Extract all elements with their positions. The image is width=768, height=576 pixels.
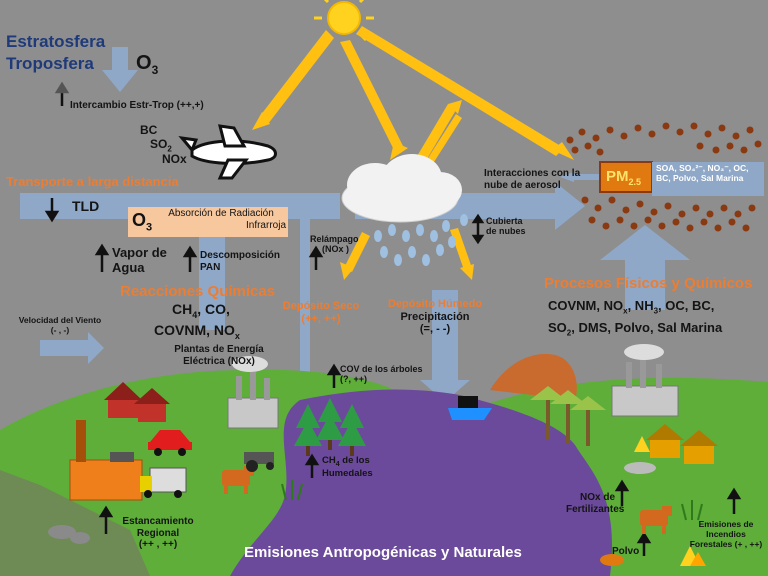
hut-icons (646, 424, 718, 464)
wildfire-icon (680, 546, 706, 566)
airplane-emissions: BC SO2 NOx (140, 123, 187, 167)
exchange-label: Intercambio Estr-Trop (++,+) (70, 100, 204, 111)
long-range-transport-label: Transporte a larga distancia (6, 174, 179, 189)
mountain-icon (490, 354, 577, 400)
grass-icons (281, 480, 703, 521)
cloud-icon (341, 154, 462, 223)
tractor-icon (244, 452, 274, 472)
pm-components-label: SOA, SO₄²⁻, NO₃⁻, OC,BC, Polvo, Sal Mari… (656, 163, 749, 183)
power-plant-icon (69, 420, 143, 501)
raindrops (374, 214, 468, 266)
troposphere-label: Troposfera (6, 54, 94, 73)
wind-speed-label: Velocidad del Viento(- , -) (18, 315, 102, 335)
regional-stagnation-label: Estancamiento Regional (++ , ++) (122, 516, 194, 550)
fire-icon (624, 436, 656, 474)
tree-voc-label: COV de los árboles(?, ++) (340, 364, 423, 385)
ship-icon (448, 396, 492, 420)
factory-icon-right (611, 344, 679, 417)
lightning-label: Relámpago(NOx ) (310, 234, 359, 255)
tree-icons (294, 398, 366, 456)
physical-chemical-title: Procesos Físicos y Químicos (544, 275, 753, 292)
cow-icon (222, 466, 672, 534)
indicator-arrows (44, 81, 742, 556)
chemical-reactions-title: Reacciones Químicas (120, 283, 276, 300)
aerosol-particles (566, 122, 762, 232)
dry-deposition-label: Depósito Seco(++, ++) (282, 300, 360, 325)
car-icon (148, 430, 192, 456)
ozone-box (128, 207, 288, 237)
dust-label: Polvo (612, 546, 640, 557)
palm-tree-icons (530, 386, 606, 446)
truck-icon (140, 467, 187, 498)
wetlands-label: CH4 de los Humedales (322, 455, 373, 479)
factory-icon (227, 356, 279, 429)
stratosphere-label: Estratosfera (6, 32, 106, 51)
sunray-arrows (252, 26, 574, 280)
ozone-label: O3 (136, 52, 159, 77)
tld-label: TLD (72, 198, 100, 214)
ozone-box-text: Absorción de Radiación Infrarroja (168, 208, 286, 231)
pm-components-box (652, 162, 764, 196)
pm25-label: PM2.5 (606, 168, 642, 187)
wet-deposition-label: Depósito Húmedo Precipitación (=, - -) (387, 298, 483, 336)
airplane-icon (178, 124, 277, 180)
house-icon (104, 382, 170, 422)
ozone-box-ozone: O3 (132, 210, 153, 234)
chemical-reactions-species: CH4, CO, COVNM, NOx (154, 301, 240, 342)
rock-icons (48, 525, 624, 566)
physical-chemical-species: COVNM, NOx, NH3, OC, BC, SO2, DMS, Polvo… (548, 298, 723, 338)
sun-icon (314, 0, 374, 42)
main-title: Emisiones Antropogénicas y Naturales (244, 544, 522, 561)
